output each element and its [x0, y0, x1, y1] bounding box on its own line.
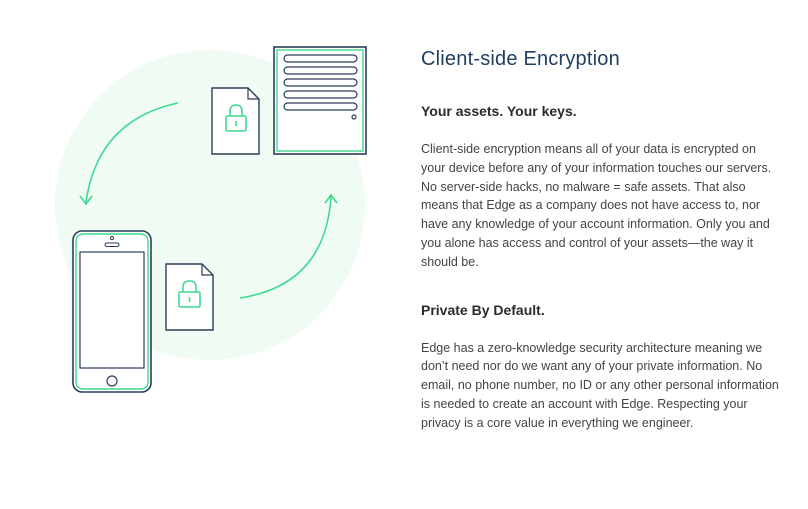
server-icon — [273, 46, 367, 155]
arrow-down-left-icon — [79, 102, 179, 206]
encryption-illustration — [0, 0, 400, 509]
locked-document-icon — [165, 263, 214, 331]
encryption-section: Client-side Encryption Your assets. Your… — [421, 44, 781, 433]
block-text-your-keys: Client-side encryption means all of your… — [421, 142, 772, 269]
section-title: Client-side Encryption — [421, 48, 620, 70]
block-text-private-by-default: Edge has a zero-knowledge security archi… — [421, 340, 779, 430]
smartphone-icon — [72, 230, 152, 393]
block-heading-your-keys: Your assets. Your keys. — [421, 103, 577, 119]
illustration-canvas — [55, 46, 367, 393]
arrow-up-right-icon — [239, 193, 338, 299]
locked-document-icon — [211, 87, 260, 155]
block-heading-private-by-default: Private By Default. — [421, 301, 545, 318]
